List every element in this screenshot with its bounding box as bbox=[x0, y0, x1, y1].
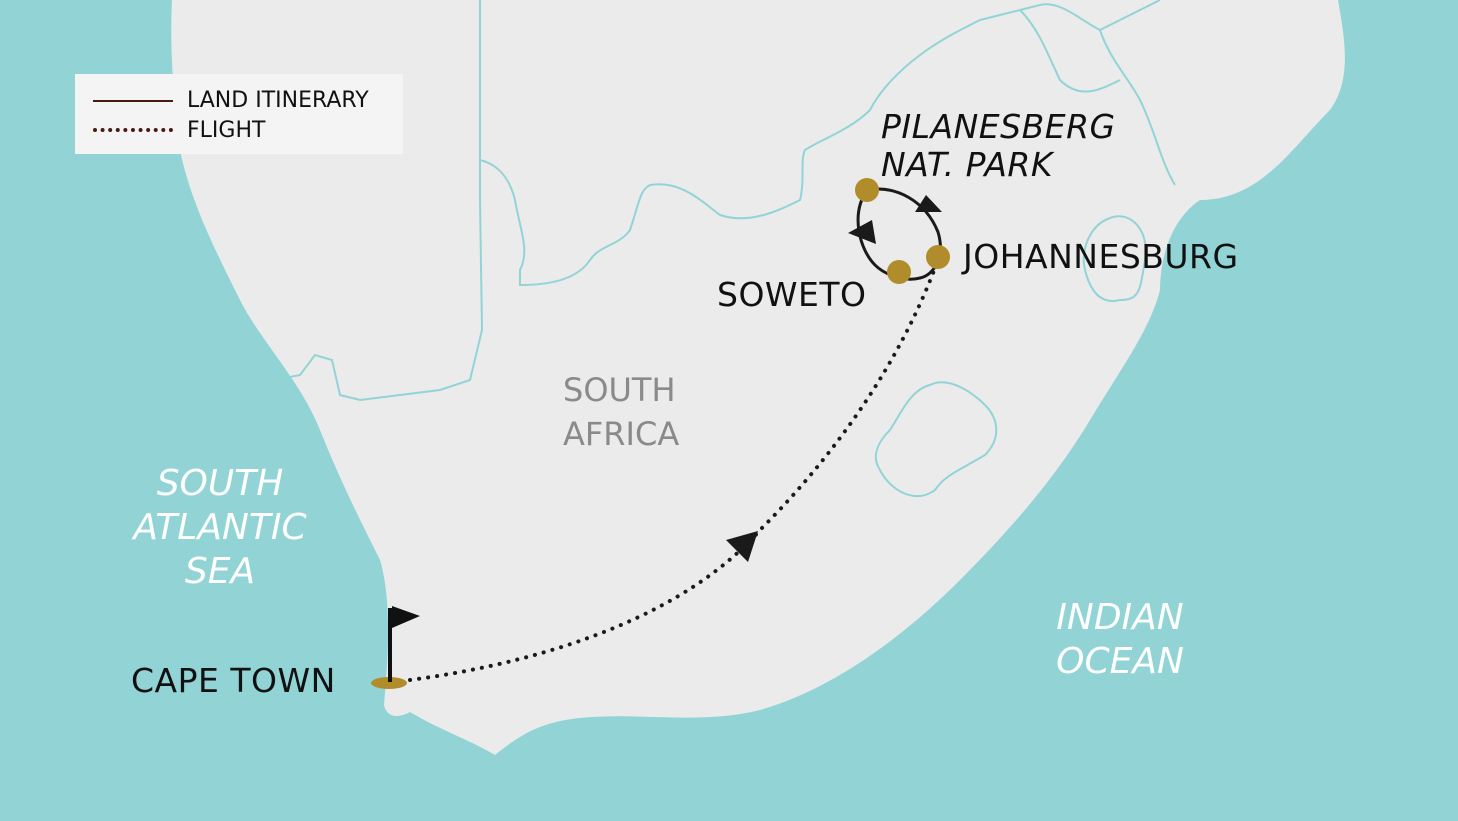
stop-marker-pilanesberg bbox=[855, 178, 879, 202]
country-label: SOUTH AFRICA bbox=[563, 368, 679, 456]
legend-land-line bbox=[93, 100, 173, 102]
stop-marker-johannesburg bbox=[926, 245, 950, 269]
land-arrow-1 bbox=[915, 195, 942, 212]
flag-icon bbox=[388, 606, 420, 682]
stop-marker-cape-town bbox=[371, 677, 407, 689]
pilanesberg-line-1: PILANESBERG bbox=[881, 107, 1116, 146]
legend-flight-dots bbox=[93, 128, 173, 132]
sea-indian-line-1: INDIAN bbox=[1056, 597, 1184, 638]
land-mass bbox=[171, 0, 1345, 755]
city-label-johannesburg: JOHANNESBURG bbox=[963, 237, 1239, 276]
sea-indian-line-2: OCEAN bbox=[1056, 641, 1184, 682]
flight-arrow bbox=[726, 531, 758, 562]
sea-label-indian: INDIAN OCEAN bbox=[1020, 596, 1220, 684]
city-label-soweto: SOWETO bbox=[717, 275, 867, 314]
sea-atlantic-line-1: SOUTH bbox=[156, 463, 284, 504]
city-label-cape-town: CAPE TOWN bbox=[131, 661, 336, 700]
legend-flight-label: FLIGHT bbox=[187, 118, 266, 143]
land-arrow-2 bbox=[848, 220, 876, 244]
sea-atlantic-line-3: SEA bbox=[184, 551, 256, 592]
city-label-pilanesberg: PILANESBERG NAT. PARK bbox=[881, 108, 1116, 184]
sea-atlantic-line-2: ATLANTIC bbox=[133, 507, 307, 548]
country-line-1: SOUTH bbox=[563, 371, 676, 409]
country-line-2: AFRICA bbox=[563, 415, 680, 453]
map-legend: LAND ITINERARY FLIGHT bbox=[75, 74, 403, 154]
legend-land-row: LAND ITINERARY bbox=[75, 86, 403, 116]
legend-land-label: LAND ITINERARY bbox=[187, 88, 369, 113]
land-itinerary-route bbox=[856, 187, 942, 281]
borders bbox=[284, 0, 1176, 497]
sea-label-atlantic: SOUTH ATLANTIC SEA bbox=[120, 462, 320, 594]
legend-flight-row: FLIGHT bbox=[75, 116, 403, 146]
stop-marker-soweto bbox=[887, 260, 911, 284]
pilanesberg-line-2: NAT. PARK bbox=[881, 145, 1053, 184]
